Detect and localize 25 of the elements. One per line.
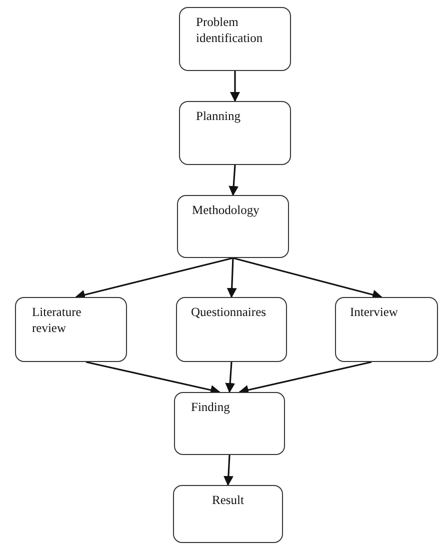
box-label: Interview: [350, 305, 399, 321]
arrow: [225, 362, 236, 393]
process-box: [335, 297, 438, 362]
box-label: Questionnaires: [191, 305, 267, 321]
box-label: Finding: [191, 400, 231, 416]
process-box: [179, 7, 291, 71]
process-box: [176, 297, 287, 362]
box-label: Problem identification: [196, 15, 264, 46]
arrow: [228, 164, 239, 196]
process-box: [177, 195, 289, 258]
box-label: Literature review: [32, 305, 82, 336]
arrow: [230, 71, 240, 102]
arrow: [75, 257, 234, 300]
arrow: [226, 258, 237, 298]
arrow: [86, 361, 220, 395]
process-box: [15, 297, 127, 362]
box-label: Methodology: [192, 203, 260, 219]
arrow: [232, 257, 382, 300]
arrow: [223, 454, 234, 486]
box-label: Planning: [196, 109, 242, 125]
box-label: Result: [211, 493, 245, 509]
arrow: [238, 361, 372, 395]
process-box: [174, 392, 285, 455]
process-box: [179, 101, 291, 165]
process-box: [173, 485, 283, 543]
